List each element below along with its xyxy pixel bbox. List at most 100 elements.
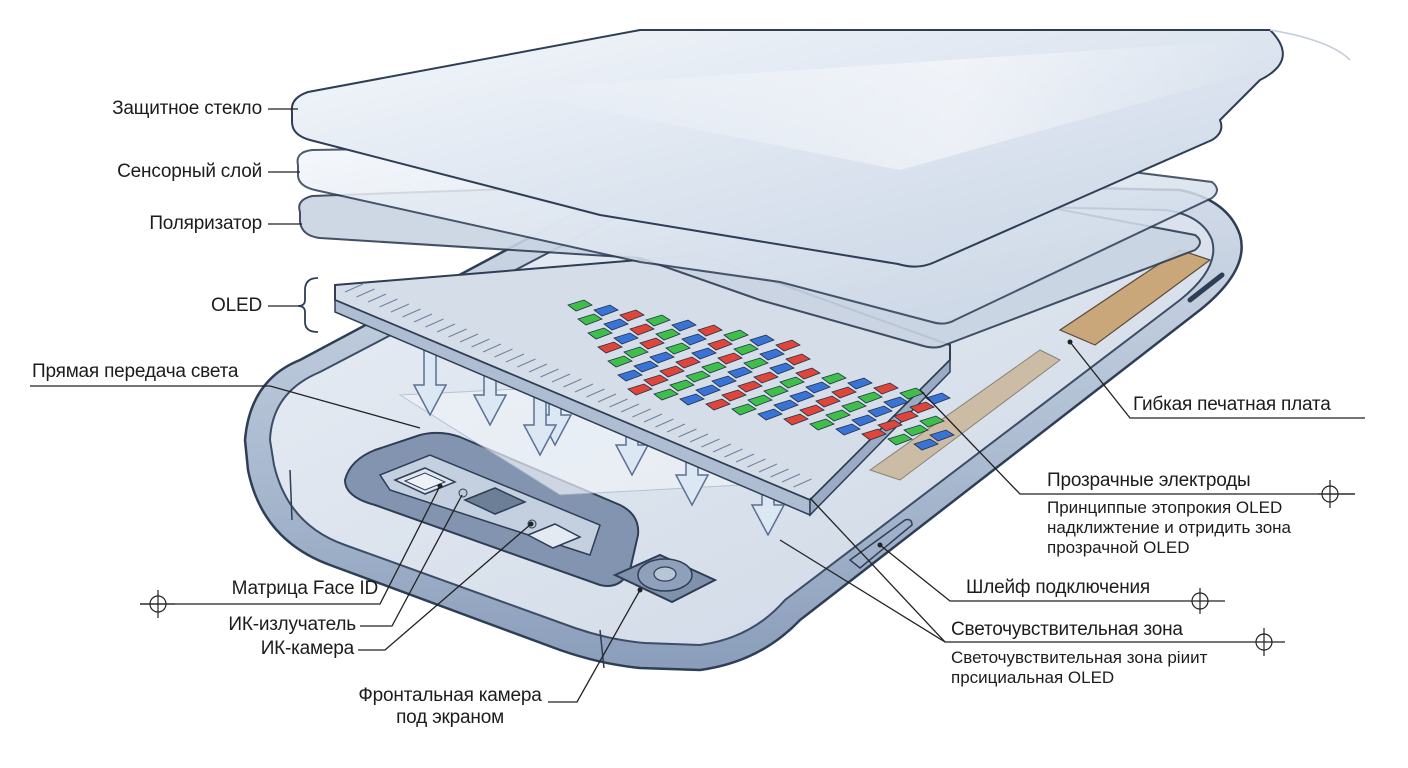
subpixel-green xyxy=(779,376,805,389)
subpixel-blue xyxy=(757,408,783,421)
oled-rib xyxy=(551,373,571,383)
subpixel-blue xyxy=(883,396,909,409)
subpixel-blue xyxy=(789,390,815,403)
oled-rib xyxy=(770,468,789,478)
subpixel-red xyxy=(705,398,731,411)
label-photosensitive-zone: Светочувствительная зона xyxy=(951,619,1183,640)
subpixel-red xyxy=(877,419,903,432)
subpixel-red xyxy=(785,353,811,366)
transparent-electrodes-desc-1: Принциппые этопрокия OLED xyxy=(1047,498,1283,517)
oled-rib xyxy=(436,323,456,333)
oled-rib xyxy=(678,428,697,438)
oled-rib xyxy=(735,453,755,463)
subpixel-green xyxy=(825,409,851,422)
oled-rib xyxy=(413,313,433,323)
subpixel-green xyxy=(723,329,749,342)
subpixel-blue xyxy=(805,381,831,394)
oled-rib xyxy=(505,353,525,363)
ir-emitter xyxy=(458,488,468,498)
flex-pcb xyxy=(868,249,1212,481)
oled-rib xyxy=(574,383,594,393)
oled-rib xyxy=(459,333,479,343)
subpixel-red xyxy=(697,324,723,337)
front-camera-line-1: Фронтальная камера xyxy=(358,685,542,706)
oled-rib xyxy=(482,343,502,353)
oled-rib xyxy=(471,338,490,348)
subpixel-green xyxy=(623,346,649,359)
subpixel-blue xyxy=(633,360,659,373)
subpixel-red xyxy=(659,365,685,378)
subpixel-red xyxy=(831,386,857,399)
oled-rib xyxy=(425,318,444,328)
subpixel-green xyxy=(567,299,593,312)
subpixel-red xyxy=(775,339,801,352)
oled-rib xyxy=(701,438,720,448)
subpixel-green xyxy=(577,313,603,326)
subpixel-green xyxy=(899,387,925,400)
oled-rib xyxy=(563,378,582,388)
photosensitive-zone-desc-1: Светочувствительная зона ріиит xyxy=(951,648,1208,667)
subpixel-red xyxy=(639,337,665,350)
oled-rib xyxy=(747,458,766,468)
ir-dot-projector xyxy=(463,487,527,515)
subpixel-red xyxy=(783,413,809,426)
subpixel-red xyxy=(627,383,653,396)
oled-rib xyxy=(494,348,513,358)
subpixel-blue xyxy=(727,366,753,379)
label-protective-glass: Защитное стекло xyxy=(112,98,262,119)
sensor-module xyxy=(343,431,718,604)
subpixel-green xyxy=(645,314,671,327)
subpixel-green xyxy=(653,388,679,401)
oled-rib xyxy=(517,358,536,368)
oled-rib xyxy=(724,448,743,458)
subpixel-blue xyxy=(749,334,775,347)
label-face-id-matrix: Матрица Face ID xyxy=(231,578,379,599)
subpixel-blue xyxy=(759,348,785,361)
oled-rib xyxy=(448,328,467,338)
oled-rib xyxy=(620,403,640,413)
oled-rib xyxy=(586,388,605,398)
label-transparent-electrodes: Прозрачные электроды xyxy=(1047,470,1251,491)
front-camera xyxy=(612,553,718,604)
subpixel-blue xyxy=(679,393,705,406)
leader-lines xyxy=(30,108,1365,703)
subpixel-green xyxy=(587,327,613,340)
subpixel-green xyxy=(733,343,759,356)
label-polarizer: Поляризатор xyxy=(149,213,262,234)
subpixel-green xyxy=(809,418,835,431)
subpixel-green xyxy=(821,372,847,385)
subpixel-red xyxy=(799,404,825,417)
oled-rib xyxy=(793,478,812,488)
subpixel-green xyxy=(701,361,727,374)
subpixel-green xyxy=(919,415,945,428)
label-connector-cable: Шлейф подключения xyxy=(966,577,1151,598)
label-flex-pcb: Гибкая печатная плата xyxy=(1133,394,1331,415)
subpixel-red xyxy=(675,356,701,369)
oled-rib xyxy=(689,433,709,443)
oled-rib xyxy=(597,393,617,403)
subpixel-red xyxy=(893,410,919,423)
label-touch-layer: Сенсорный слой xyxy=(117,161,262,182)
subpixel-green xyxy=(655,328,681,341)
subpixel-blue xyxy=(691,347,717,360)
subpixel-red xyxy=(795,367,821,380)
subpixel-green xyxy=(887,433,913,446)
subpixel-red xyxy=(707,338,733,351)
oled-rib xyxy=(643,413,663,423)
subpixel-green xyxy=(763,385,789,398)
subpixel-red xyxy=(643,374,669,387)
front-camera-line-2: под экраном xyxy=(396,707,504,728)
subpixel-red xyxy=(861,428,887,441)
oled-bracket xyxy=(297,277,319,333)
subpixel-green xyxy=(607,355,633,368)
subpixel-green xyxy=(747,394,773,407)
subpixel-green xyxy=(665,342,691,355)
label-ir-camera: ИК-камера xyxy=(260,638,355,659)
subpixel-blue xyxy=(649,351,675,364)
subpixel-blue xyxy=(867,405,893,418)
label-oled: OLED xyxy=(211,295,262,316)
pointer-dots xyxy=(437,339,1073,593)
subpixel-blue xyxy=(913,438,939,451)
label-ir-emitter: ИК-излучатель xyxy=(228,614,356,635)
